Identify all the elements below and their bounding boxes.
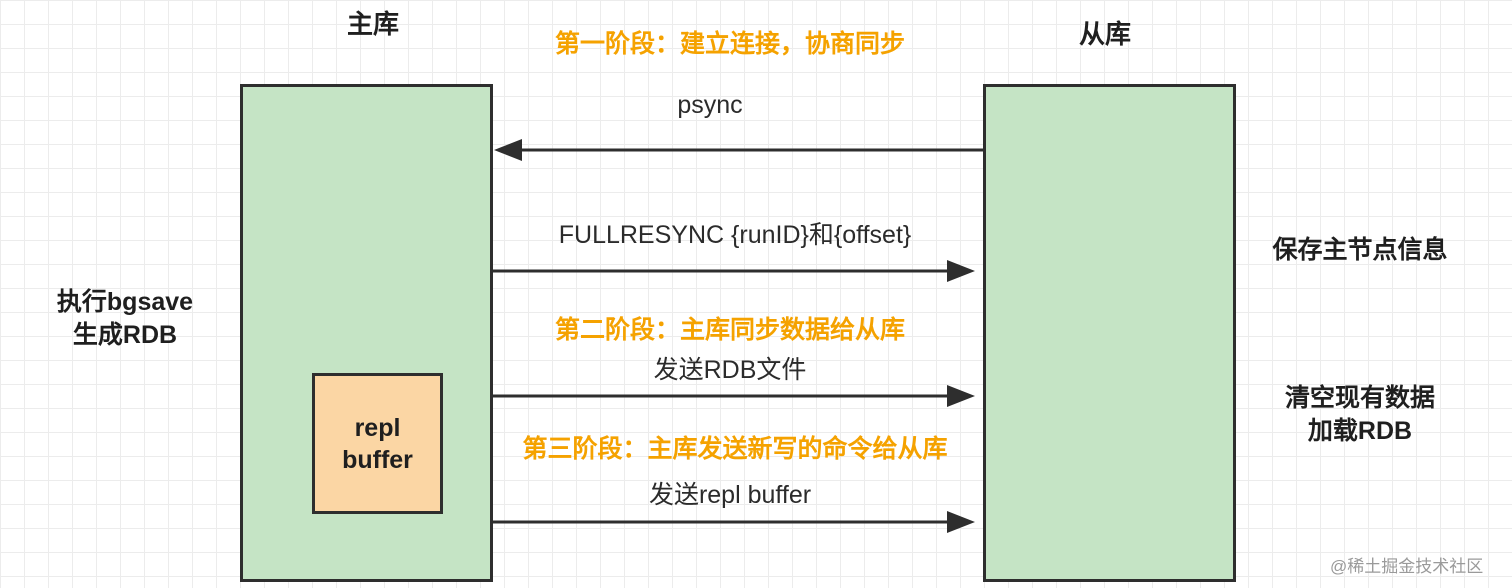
stage-2-heading: 第二阶段：主库同步数据给从库 (554, 316, 905, 344)
master-label: 主库 (346, 9, 399, 39)
psync-message: psync (677, 91, 743, 119)
replica-note-line-1: 清空现有数据 (1284, 384, 1435, 412)
send-buffer-message: 发送repl buffer (648, 481, 812, 509)
master-note-line-1: 执行bgsave (56, 288, 194, 316)
send-rdb-arrow-head (947, 385, 975, 407)
fullresync-arrow-head (947, 260, 975, 282)
replica-clear-load-note: 清空现有数据 加载RDB (1255, 382, 1465, 448)
master-note-line-2: 生成RDB (72, 321, 178, 349)
master-bgsave-note: 执行bgsave 生成RDB (40, 286, 210, 352)
stage-3-heading: 第三阶段：主库发送新写的命令给从库 (522, 435, 948, 463)
watermark: @稀土掘金技术社区 (1330, 557, 1484, 576)
replica-note-line-2: 加载RDB (1307, 417, 1413, 445)
repl-buffer-box: repl buffer (312, 373, 443, 514)
repl-buffer-line-2: buffer (342, 445, 413, 474)
replica-label: 从库 (1078, 19, 1131, 49)
stage-1-heading: 第一阶段：建立连接，协商同步 (554, 30, 905, 58)
repl-buffer-label: repl buffer (328, 412, 428, 476)
fullresync-message: FULLRESYNC {runID}和{offset} (558, 221, 912, 249)
replica-node-box (983, 84, 1236, 582)
send-buffer-arrow-head (947, 511, 975, 533)
send-rdb-message: 发送RDB文件 (653, 356, 807, 384)
replica-save-info-note: 保存主节点信息 (1272, 236, 1448, 264)
psync-arrow-head (494, 139, 522, 161)
repl-buffer-line-1: repl (354, 413, 401, 442)
